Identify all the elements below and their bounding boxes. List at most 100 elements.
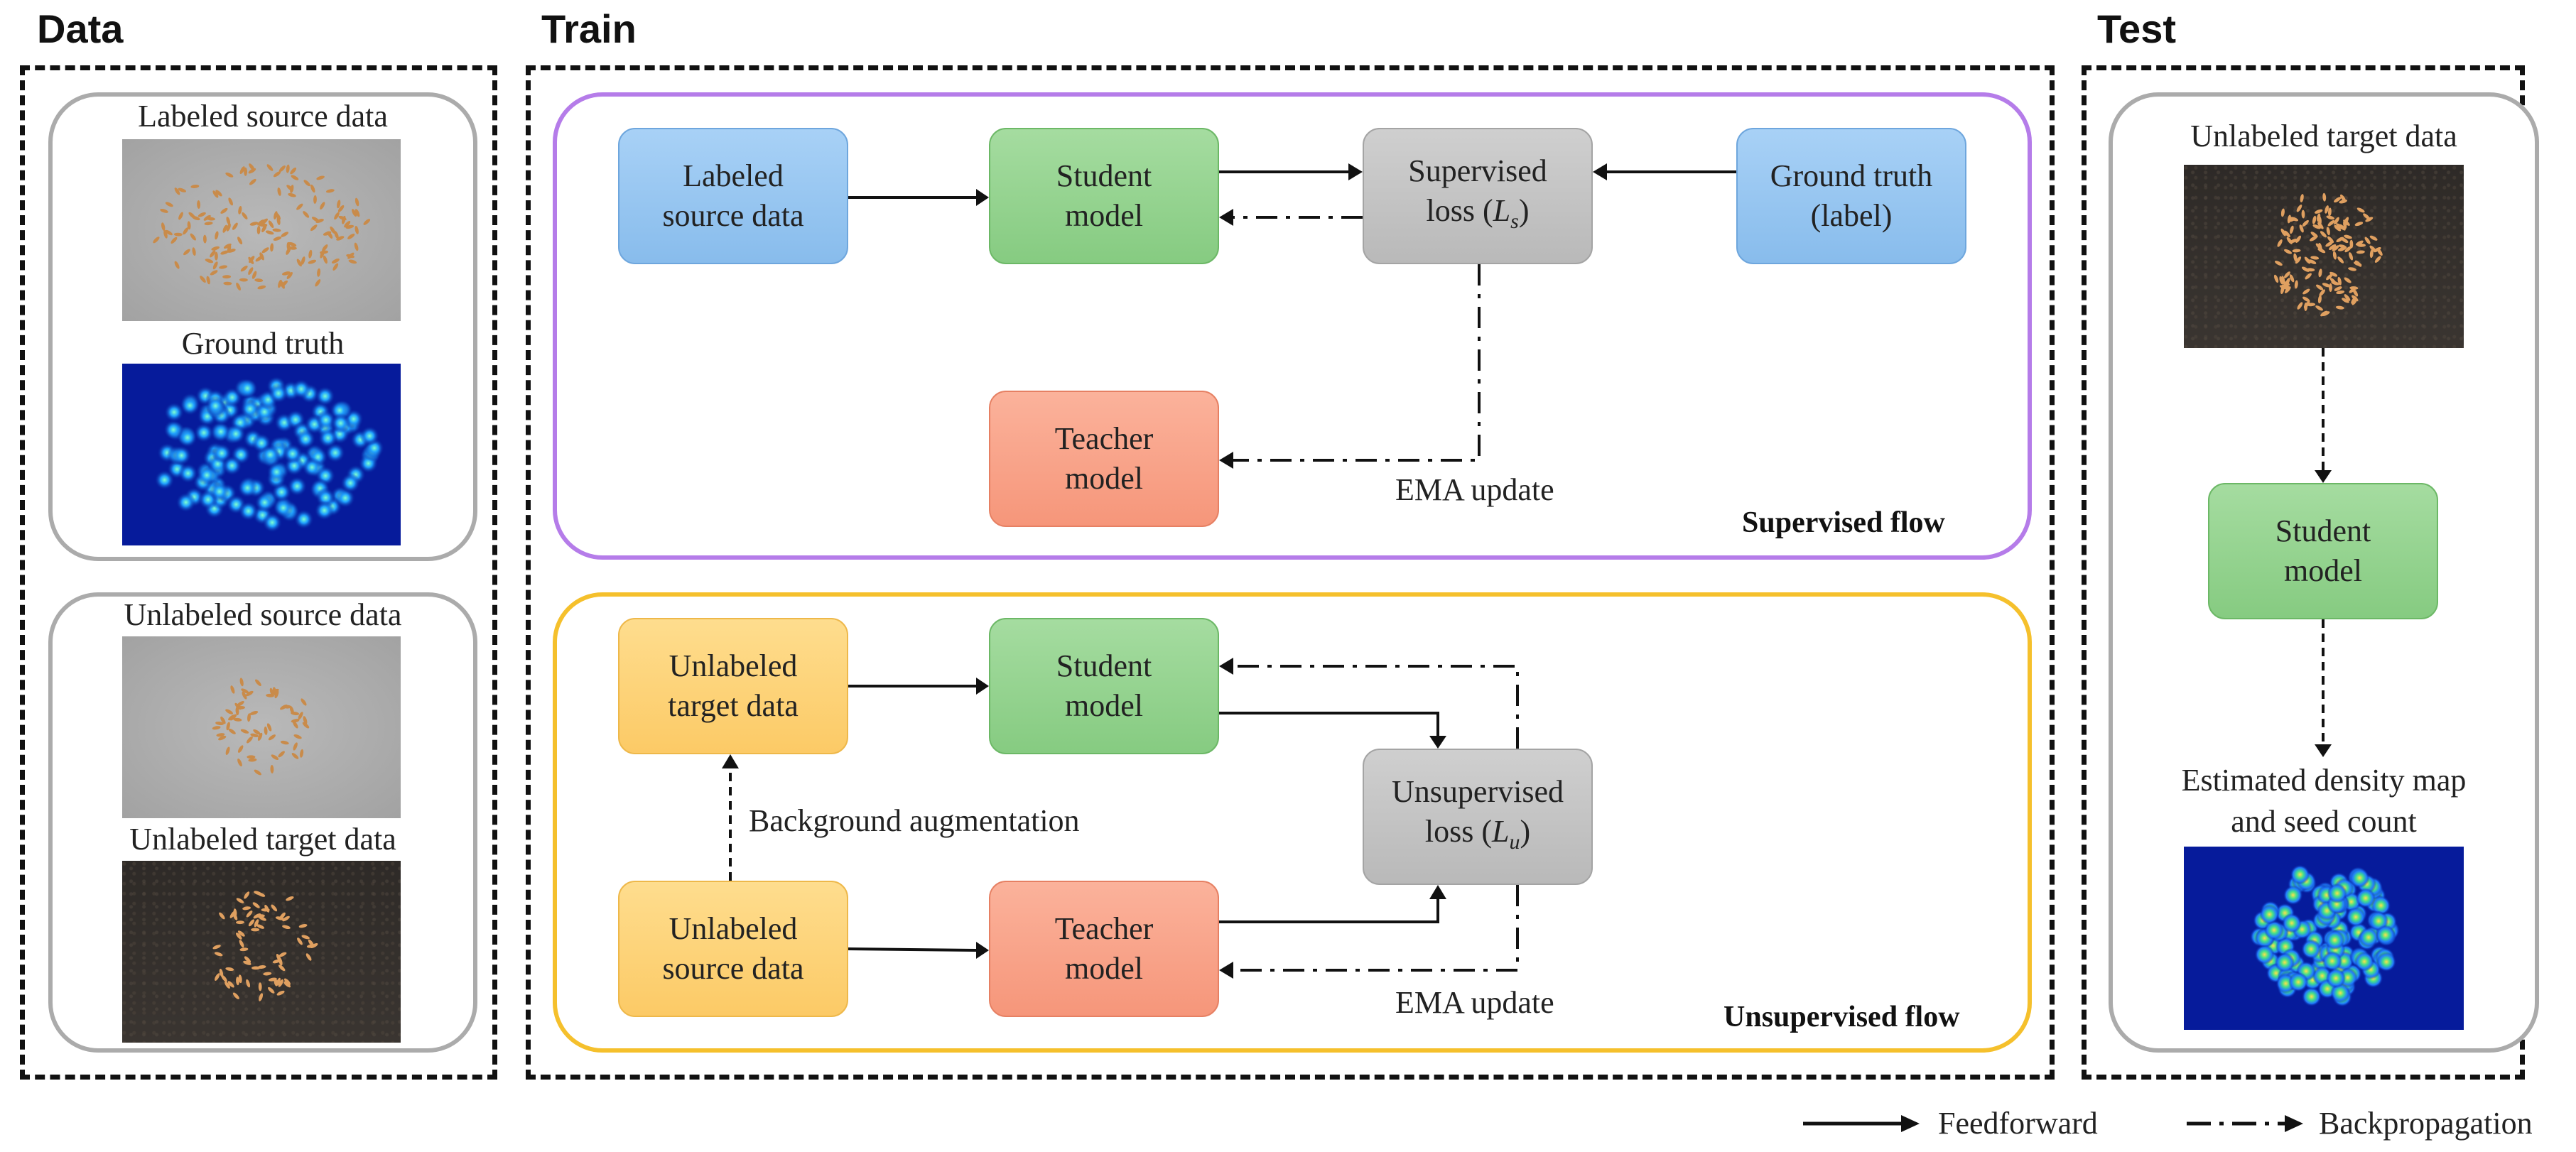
density-blob (171, 445, 192, 466)
density-blob (359, 425, 380, 446)
seed-mark (2349, 239, 2354, 249)
unsup-ema-update-label: EMA update (1395, 985, 1554, 1020)
seed-mark (2302, 219, 2309, 227)
seed-mark (225, 746, 230, 755)
seed-mark (239, 678, 244, 687)
seed-mark (247, 755, 256, 759)
seed-mark (236, 977, 239, 986)
seed-mark (225, 172, 234, 178)
seed-mark (202, 234, 207, 244)
seed-mark (261, 224, 267, 233)
seed-mark (310, 224, 318, 232)
seed-mark (278, 165, 286, 173)
seed-mark (290, 185, 294, 193)
seed-mark (205, 259, 214, 263)
seed-scatter-graphic (153, 163, 371, 291)
seed-mark (247, 736, 253, 744)
seed-mark (332, 263, 339, 271)
density-blob (163, 420, 184, 440)
test-unlabeled-target-caption: Unlabeled target data (2190, 119, 2457, 153)
supervised-flow-label: Supervised flow (1742, 506, 1945, 539)
density-blob (315, 386, 335, 406)
seed-mark (261, 908, 270, 912)
seed-mark (281, 280, 288, 287)
seed-mark (352, 209, 357, 217)
density-blob (330, 413, 351, 433)
seed-mark (237, 237, 243, 245)
seed-mark (274, 690, 279, 699)
seed-mark (2344, 234, 2352, 239)
legend-backpropagation-arrow (2187, 1115, 2303, 1132)
estimated-density-image (2184, 847, 2464, 1030)
seed-mark (280, 740, 289, 745)
seed-mark (241, 688, 249, 694)
seed-mark (283, 978, 291, 985)
seed-mark (337, 205, 345, 212)
seed-mark (2307, 303, 2316, 307)
seed-mark (278, 964, 286, 972)
seed-mark (2344, 277, 2352, 283)
seed-mark (2312, 215, 2317, 224)
seed-mark (236, 933, 242, 940)
seed-mark (256, 892, 266, 897)
seed-mark (246, 979, 251, 988)
seed-mark (2354, 222, 2364, 227)
seed-mark (254, 919, 259, 928)
seed-mark (278, 751, 285, 758)
seed-mark (254, 769, 261, 776)
seed-mark (2295, 256, 2302, 264)
seed-mark (239, 940, 244, 948)
seed-mark (2301, 210, 2305, 219)
seed-mark (2294, 280, 2298, 289)
density-blob (2359, 927, 2379, 947)
legend-feedforward-arrow (1803, 1115, 1920, 1132)
seed-mark (286, 164, 290, 173)
seed-mark (325, 189, 335, 193)
seed-mark (2315, 305, 2323, 311)
density-blob (2325, 930, 2345, 950)
seed-mark (230, 685, 235, 694)
seed-mark (206, 276, 210, 285)
seed-mark (2374, 256, 2381, 263)
seed-mark (253, 913, 261, 919)
seed-mark (2318, 268, 2322, 278)
seed-mark (2315, 209, 2323, 214)
seed-mark (291, 753, 299, 759)
seed-mark (363, 219, 371, 225)
seed-mark (2340, 194, 2346, 202)
seed-mark (211, 246, 220, 251)
test-unlabeled-target-image (2184, 165, 2464, 348)
seed-mark (248, 267, 254, 275)
seed-mark (2344, 246, 2352, 253)
seed-mark (238, 974, 242, 984)
seed-mark (249, 710, 259, 715)
seed-mark (323, 255, 328, 264)
seed-mark (165, 202, 173, 207)
seed-mark (320, 250, 325, 259)
seed-mark (2315, 284, 2324, 290)
seed-mark (273, 171, 281, 178)
density-blob (254, 492, 275, 513)
seed-mark (2356, 207, 2365, 213)
seed-mark (2302, 296, 2310, 303)
density-blob (2283, 885, 2303, 906)
seed-mark (223, 243, 232, 249)
seed-mark (240, 729, 249, 734)
seed-mark (331, 259, 340, 263)
ground-truth-caption: Ground truth (181, 326, 345, 361)
seed-mark (2355, 240, 2364, 246)
seed-mark (242, 906, 251, 911)
seed-mark (224, 981, 230, 989)
seed-mark (2284, 249, 2292, 254)
arrow-unlsource-to-teacher (848, 947, 977, 952)
seed-mark (257, 732, 263, 741)
density-blob (315, 410, 336, 430)
seed-mark (215, 231, 219, 240)
arrow-ema-supervised (1233, 264, 1481, 462)
seed-mark (2334, 286, 2342, 291)
seed-mark (248, 758, 257, 762)
seed-scatter-graphic-2 (212, 678, 310, 776)
seed-mark (298, 712, 303, 720)
seed-mark (245, 690, 254, 697)
